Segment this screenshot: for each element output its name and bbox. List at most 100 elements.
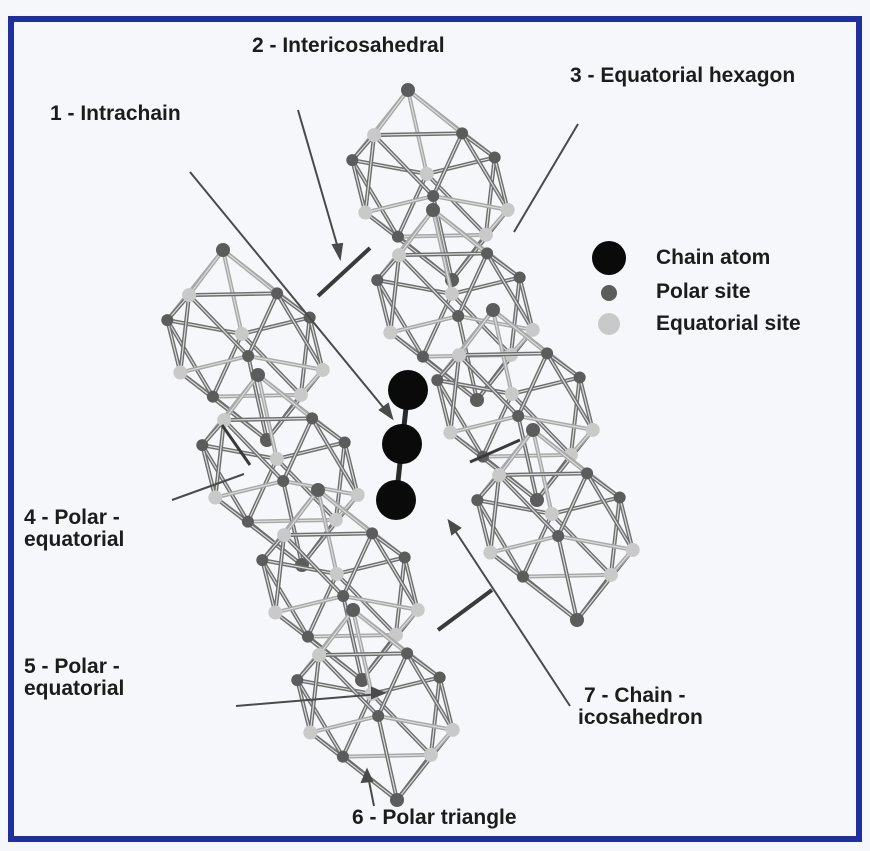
polar-site-atom [452,310,465,323]
icosahedron-bond-highlight [489,535,559,554]
pointer-polar-triangle-arrowhead [360,767,374,784]
icosahedron-bond-highlight [336,556,406,575]
icosahedron-bond-highlight [458,309,494,356]
icosahedron-bond-highlight [546,352,581,379]
pointer-intericosahedral [297,109,341,256]
icosahedron-bond-highlight [489,474,500,554]
equatorial-site-atom [452,348,467,363]
icosahedron-bond-highlight [519,276,534,331]
icosahedron-bond-highlight [557,472,588,537]
icosahedron-bond-highlight [214,480,284,499]
icosahedron-top [346,83,515,287]
icosahedron-bond-highlight [296,679,344,758]
polar-site-atom [251,368,265,382]
icosahedron-bond-highlight [300,316,311,396]
icosahedron-mid-right [431,303,600,507]
icosahedron-bond-highlight [492,309,513,395]
polar-site-atom [552,530,565,543]
icosahedron-bond-highlight [318,652,408,656]
pointer-intrachain [189,171,393,419]
pointer-equatorial-hexagon [513,123,579,233]
figure-border [8,16,862,842]
icosahedron-bond-highlight [342,532,373,597]
icosahedron-bond-highlight [283,532,373,536]
equatorial-site-atom [268,605,283,620]
icosahedron-bond-highlight [274,611,363,681]
label-equatorial-hexagon: 3 - Equatorial hexagon [570,64,795,87]
icosahedron-bond-highlight [510,276,521,356]
icosahedron-bond-highlight [461,132,496,159]
polar-site-atom [456,127,469,140]
icosahedron-bond-highlight [376,279,424,358]
icosahedron-bond-highlight [373,134,434,197]
icosahedron-bond-highlight [451,276,521,295]
icosahedron-bond-highlight [406,652,441,679]
icosahedron-bond-highlight [373,89,409,136]
icosahedron-bond-highlight [570,376,581,456]
polar-site-atom [570,613,584,627]
polar-site-atom [401,647,414,660]
icosahedron-bond-highlight [179,371,268,441]
icosahedron-bond-highlight [586,472,621,499]
icosahedron-bond-highlight [364,195,434,214]
polar-site-atom [206,390,219,403]
icosahedron-bond-highlight [389,331,478,401]
equatorial-site-atom [173,365,188,380]
icosahedron-bond-highlight [436,379,484,458]
equatorial-site-atom [544,506,559,521]
polar-site-atom [271,287,284,300]
icosahedron-bond-highlight [188,249,224,296]
polar-site-atom [216,243,230,257]
icosahedron-bond-highlight [166,319,181,374]
polar-site-atom [401,83,415,97]
icosahedron-bond-highlight [407,89,428,175]
icosahedron-bond-highlight [404,556,419,611]
polar-site-atom [516,570,529,583]
polar-site-atom [431,374,444,387]
icosahedron-bond-highlight [309,731,398,801]
icosahedron-bond-highlight [201,444,216,499]
label-polar-equatorial-5-line1: 5 - Polar - [24,655,120,678]
icosahedron-bond-highlight [371,676,441,695]
icosahedron-bond-highlight [389,254,400,334]
icosahedron-bond-highlight [201,444,249,523]
icosahedron-bond-highlight [376,279,391,334]
polar-site-atom [291,674,304,687]
icosahedron-bond-highlight [389,315,459,334]
icosahedron-bond-highlight [492,309,548,355]
icosahedron-bond-highlight [458,354,519,417]
icosahedron-bond-highlight [377,715,398,801]
icosahedron-bond-highlight [274,534,285,614]
icosahedron-bond-highlight [309,316,324,371]
legend-equatorial-site-label: Equatorial site [656,312,801,335]
intericosahedral-links [220,246,521,632]
icosahedron-bond-highlight [166,319,243,335]
equatorial-site-atom [315,362,330,377]
icosahedron-bond-highlight [351,159,399,238]
polar-site-atom [338,436,351,449]
icosahedron-bond-highlight [517,352,548,417]
icosahedron-bond-highlight [222,249,278,295]
icosahedron-bond-highlight [430,676,441,756]
icosahedron-bond-highlight [283,534,344,597]
polar-site-atom [390,793,404,807]
equatorial-site-atom [444,286,459,301]
polar-site-atom [372,710,385,723]
pointer-intericosahedral-arrowhead [331,242,344,262]
label-polar-equatorial-4-line2: equatorial [24,528,124,551]
icosahedron-bond-highlight [223,419,284,482]
equatorial-site-atom [445,722,460,737]
equatorial-site-atom [410,602,425,617]
polar-site-atom [427,190,440,203]
equatorial-site-atom [500,202,515,217]
equatorial-site-atom [328,512,343,527]
icosahedron-bond-highlight [276,292,311,319]
icosahedron-bond-highlight [532,429,588,475]
icosahedron-bond-highlight [179,355,249,374]
equatorial-site-atom [443,425,458,440]
icosahedron-bond-highlight [352,609,373,695]
chain-atom-top [388,370,428,410]
pointer-intrachain-arrowhead [378,402,394,421]
polar-site-atom [355,673,369,687]
label-chain-icosahedron-line2: icosahedron [578,706,703,729]
